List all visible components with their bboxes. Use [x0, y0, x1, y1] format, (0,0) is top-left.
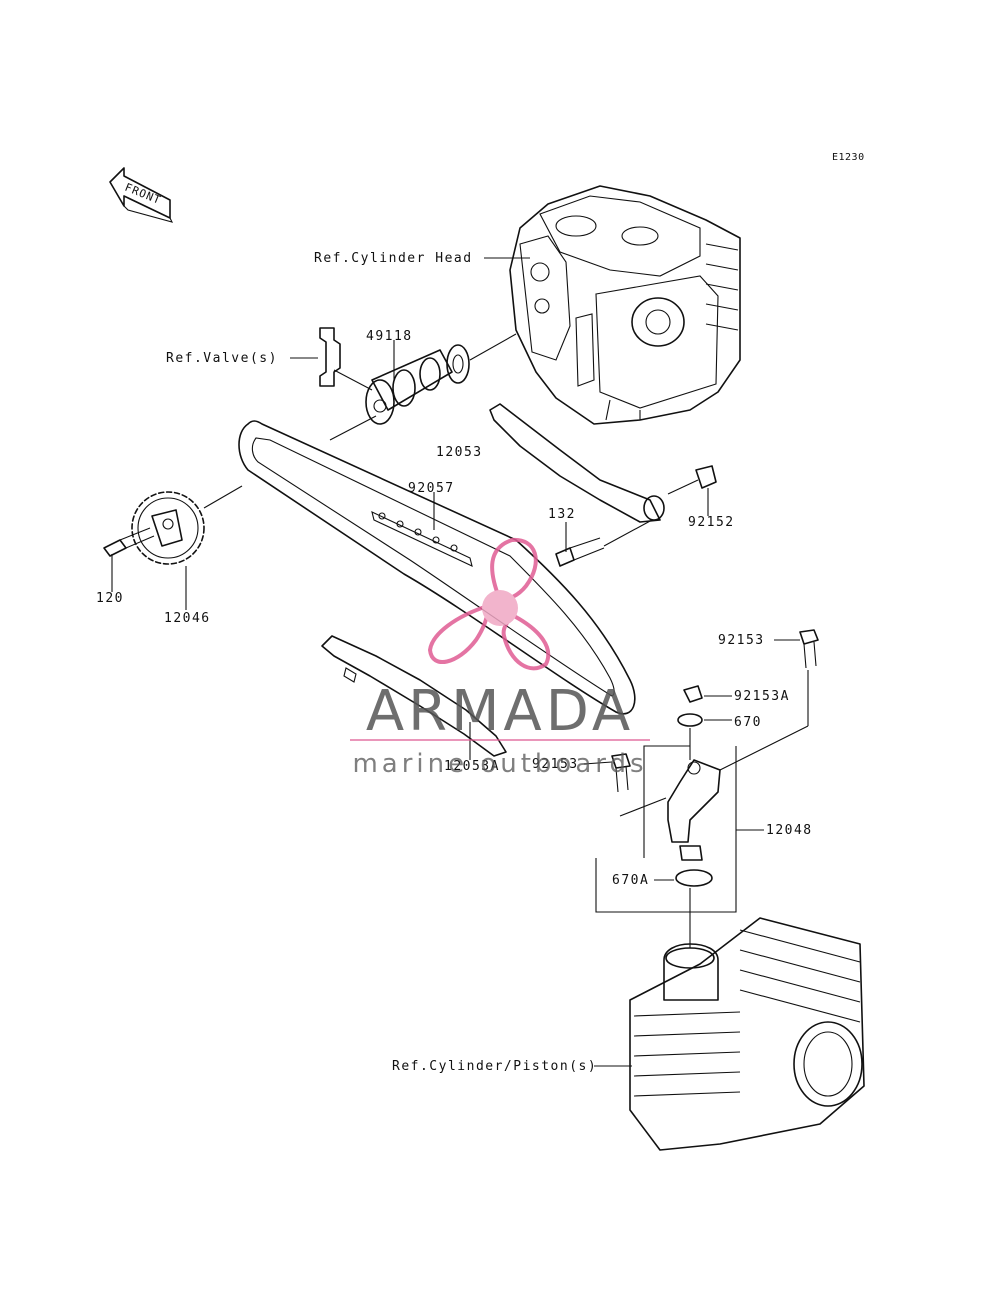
- cam-chain-drawing: [238, 420, 636, 715]
- leader-lines: [111, 257, 809, 1067]
- chain-guide-upper-drawing: [489, 403, 665, 523]
- part-number-120: 120: [96, 591, 124, 606]
- ref-valve-label: Ref.Valve(s): [166, 351, 278, 366]
- part-number-92153A: 92153A: [734, 689, 790, 704]
- part-number-670: 670: [734, 715, 762, 730]
- part-number-92057: 92057: [408, 481, 455, 496]
- bolt-120-drawing: [103, 527, 155, 557]
- part-number-12048: 12048: [766, 823, 813, 838]
- part-number-49118: 49118: [366, 329, 413, 344]
- bolt-92153-top-drawing: [799, 629, 819, 669]
- armada-watermark: ARMADA marine outboards: [350, 537, 650, 779]
- watermark-brand: ARMADA: [366, 679, 634, 744]
- cylinder-head-drawing: [509, 185, 741, 425]
- ref-cylinder-head-label: Ref.Cylinder Head: [314, 251, 473, 266]
- part-number-92152: 92152: [688, 515, 735, 530]
- watermark-tagline: marine outboards: [352, 749, 647, 779]
- part-number-132: 132: [548, 507, 576, 522]
- cam-sprocket-drawing: [131, 491, 205, 565]
- camshaft-drawing: [365, 344, 470, 425]
- part-number-670A: 670A: [612, 873, 649, 888]
- part-number-12053A: 12053A: [444, 759, 500, 774]
- propeller-logo-icon: [427, 537, 551, 671]
- front-label: FRONT: [123, 181, 163, 207]
- part-number-12053: 12053: [436, 445, 483, 460]
- valve-bracket-drawing: [319, 327, 341, 387]
- chain-link-detail: [371, 511, 473, 567]
- chain-tensioner-drawing: [667, 685, 721, 887]
- part-number-92153-top: 92153: [718, 633, 765, 648]
- chain-guide-lower-drawing: [321, 635, 507, 757]
- part-number-92153-left: 92153: [532, 757, 579, 772]
- ref-cylinder-piston-label: Ref.Cylinder/Piston(s): [392, 1059, 597, 1074]
- part-number-12046: 12046: [164, 611, 211, 626]
- diagram-code: E1230: [832, 152, 865, 163]
- pin-92152-drawing: [695, 465, 717, 489]
- bolt-92153-left-drawing: [611, 753, 631, 793]
- bolt-132-drawing: [555, 537, 605, 567]
- front-arrow-icon: FRONT: [109, 167, 174, 223]
- cylinder-drawing: [629, 917, 865, 1151]
